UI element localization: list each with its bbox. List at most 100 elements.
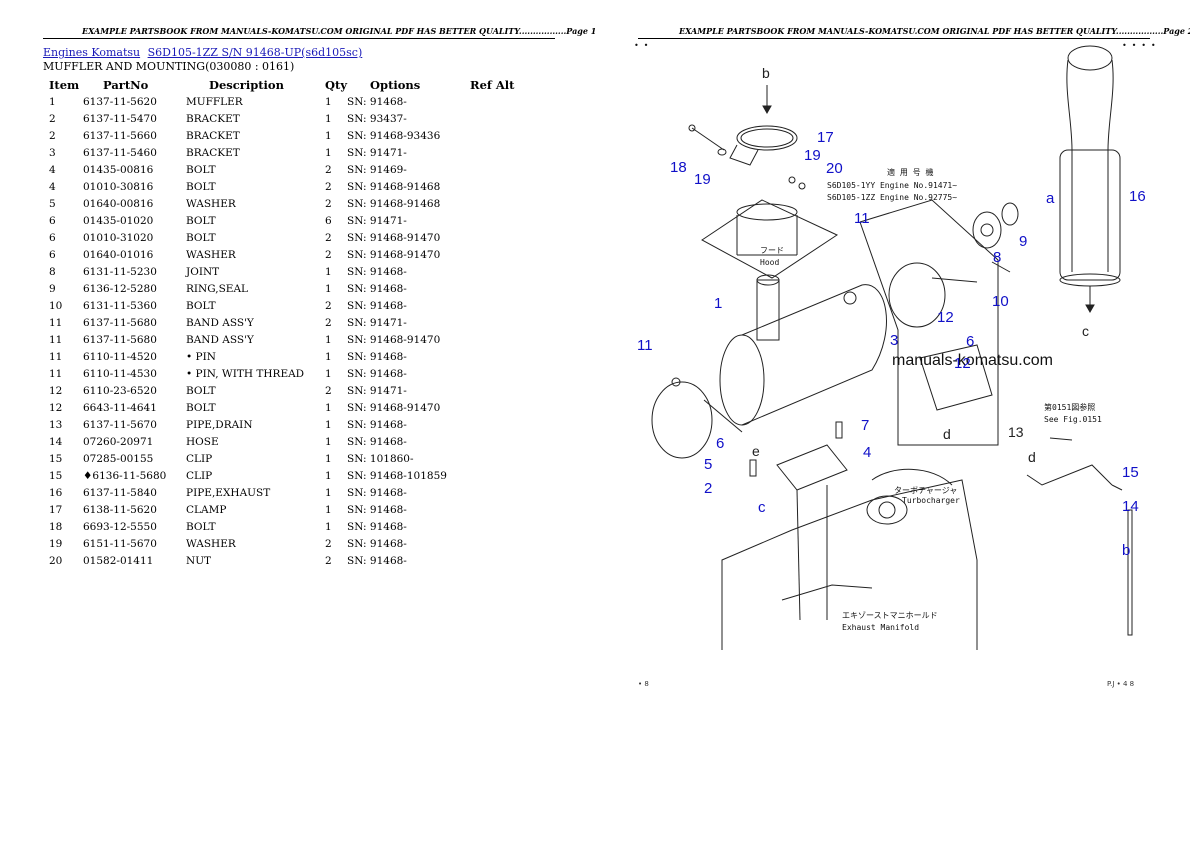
- cell-partno: 6643-11-4641: [83, 401, 157, 414]
- cell-options: SN: 91468-91470: [347, 333, 441, 346]
- cell-description: BRACKET: [186, 146, 240, 159]
- callout-label: 16: [1129, 188, 1146, 205]
- page-footer-left: • 8: [638, 680, 649, 688]
- cell-ref-alt: [470, 535, 514, 552]
- cell-ref-alt: [470, 518, 514, 535]
- cell-qty: 1: [325, 282, 332, 295]
- cell-item: 10: [49, 299, 63, 312]
- cell-partno: 6138-11-5620: [83, 503, 157, 516]
- cell-qty: 2: [325, 248, 332, 261]
- cell-partno: 6137-11-5470: [83, 112, 157, 125]
- turbo-label: Turbocharger: [902, 496, 960, 505]
- cell-item: 15: [49, 469, 63, 482]
- cell-item: 9: [49, 282, 56, 295]
- cell-partno: 07285-00155: [83, 452, 154, 465]
- cell-qty: 1: [325, 418, 332, 431]
- cell-options: SN: 91468-: [347, 265, 407, 278]
- hood-jp-label: フード: [760, 246, 784, 255]
- cell-qty: 1: [325, 452, 332, 465]
- callout-label: 20: [826, 160, 843, 177]
- cell-ref-alt: [470, 212, 514, 229]
- callout-label: 9: [1019, 233, 1027, 250]
- cell-item: 14: [49, 435, 63, 448]
- cell-ref-alt: [470, 416, 514, 433]
- cell-item: 6: [49, 214, 56, 227]
- cell-partno: 6137-11-5680: [83, 316, 157, 329]
- engine-note-1: S6D105-1YY Engine No.91471~: [827, 181, 957, 190]
- cell-ref-alt: [470, 110, 514, 127]
- column-header-qty: Qty: [325, 77, 348, 92]
- breadcrumb-engines-link[interactable]: Engines Komatsu: [43, 46, 141, 59]
- cell-description: CLIP: [186, 469, 213, 482]
- cell-ref-alt: [470, 246, 514, 263]
- cell-options: SN: 91471-: [347, 146, 407, 159]
- cell-item: 16: [49, 486, 63, 499]
- cell-item: 19: [49, 537, 63, 550]
- cell-description: RING,SEAL: [186, 282, 249, 295]
- cell-ref-alt: [470, 195, 514, 212]
- cell-qty: 1: [325, 129, 332, 142]
- cell-item: 11: [49, 333, 63, 346]
- cell-partno: 6110-11-4520: [83, 350, 157, 363]
- breadcrumb-model-link[interactable]: S6D105-1ZZ S/N 91468-UP(s6d105sc): [147, 46, 363, 59]
- callout-label: 14: [1122, 498, 1139, 515]
- cell-ref-alt: [470, 178, 514, 195]
- cell-qty: 6: [325, 214, 332, 227]
- callout-label: 7: [861, 417, 869, 434]
- callout-label: e: [752, 443, 760, 459]
- cell-description: BOLT: [186, 384, 216, 397]
- cell-partno: 6693-12-5550: [83, 520, 157, 533]
- cell-qty: 1: [325, 520, 332, 533]
- cell-description: BOLT: [186, 214, 216, 227]
- cell-description: BAND ASS'Y: [186, 333, 254, 346]
- cell-item: 6: [49, 231, 56, 244]
- cell-description: CLAMP: [186, 503, 227, 516]
- engine-block: [721, 468, 978, 650]
- cell-ref-alt: [470, 229, 514, 246]
- cell-description: • PIN: [186, 350, 216, 363]
- cell-partno: 6137-11-5670: [83, 418, 157, 431]
- cell-description: • PIN, WITH THREAD: [186, 367, 305, 380]
- cell-description: BRACKET: [186, 112, 240, 125]
- cell-options: SN: 91468-91470: [347, 231, 441, 244]
- callout-label: 19: [694, 171, 711, 188]
- column-header-description: Description: [209, 77, 284, 92]
- cell-description: BOLT: [186, 520, 216, 533]
- hood-plate: [701, 199, 839, 279]
- cell-qty: 1: [325, 350, 332, 363]
- cell-ref-alt: [470, 433, 514, 450]
- callout-label: c: [758, 499, 766, 516]
- cell-options: SN: 91468-: [347, 520, 407, 533]
- cell-options: SN: 91468-: [347, 282, 407, 295]
- cell-item: 20: [49, 554, 63, 567]
- cell-ref-alt: [470, 297, 514, 314]
- callout-label: 1: [714, 295, 722, 312]
- see-fig-jp: 第0151図参照: [1044, 402, 1095, 412]
- cell-partno: 07260-20971: [83, 435, 154, 448]
- cell-options: SN: 91468-: [347, 367, 407, 380]
- corner-mark-left: • •: [634, 41, 648, 50]
- muffler: [719, 274, 887, 426]
- cell-item: 3: [49, 146, 56, 159]
- cell-item: 4: [49, 180, 56, 193]
- page-header-right: EXAMPLE PARTSBOOK FROM MANUALS-KOMATSU.C…: [679, 26, 1190, 36]
- cell-qty: 1: [325, 486, 332, 499]
- cell-item: 11: [49, 367, 63, 380]
- cell-partno: 6131-11-5360: [83, 299, 157, 312]
- cell-description: CLIP: [186, 452, 213, 465]
- cell-ref-alt: [470, 93, 514, 110]
